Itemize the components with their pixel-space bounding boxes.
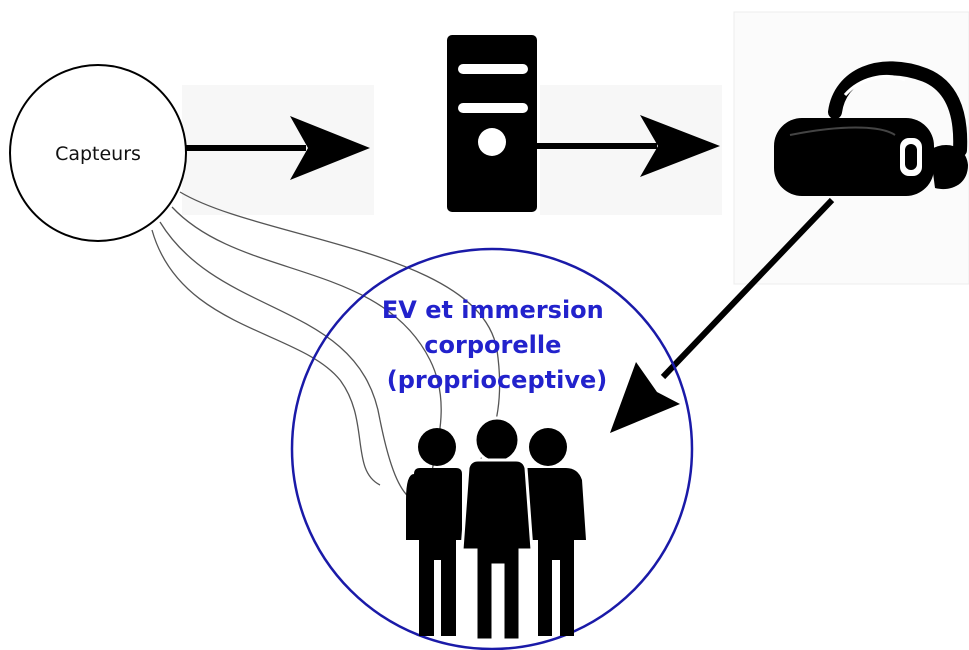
group-node: EV et immersion corporelle (propriocepti… — [290, 247, 694, 650]
computer-tower-icon — [447, 35, 537, 212]
arrow-headset-to-group — [610, 197, 835, 433]
group-title: EV et immersion corporelle (propriocepti… — [382, 296, 612, 394]
group-title-line: corporelle — [424, 331, 561, 359]
group-circle — [290, 247, 694, 650]
vr-headset-icon — [774, 61, 968, 196]
group-title-line: EV et immersion — [382, 296, 604, 324]
group-of-people-icon — [406, 416, 586, 642]
arrow-computer-to-headset — [537, 115, 720, 177]
arrow-sensors-to-computer — [186, 116, 370, 180]
group-title-line: (proprioceptive) — [387, 366, 607, 394]
sensors-node: Capteurs — [9, 64, 187, 242]
sensors-label: Capteurs — [55, 143, 141, 165]
